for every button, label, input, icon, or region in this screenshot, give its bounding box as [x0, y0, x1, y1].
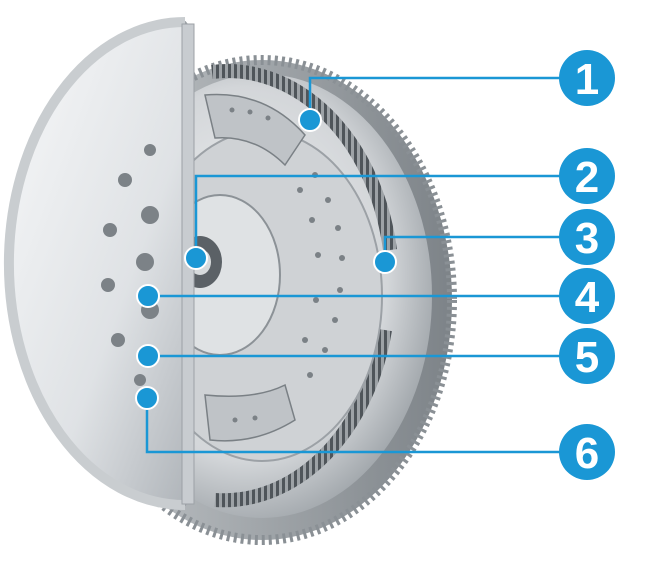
callout-number-1: 1	[575, 55, 599, 104]
marker-6	[135, 386, 159, 410]
callout-lines	[145, 76, 560, 454]
arc-spring-bottom	[214, 328, 392, 508]
callout-badge-2: 2	[559, 148, 615, 204]
callout-badges: 1 2 3 4 5 6	[559, 50, 615, 480]
callout-number-3: 3	[575, 214, 599, 263]
leader-line-6	[145, 400, 560, 454]
friction-pad-bottom	[204, 383, 296, 442]
callout-badge-3: 3	[559, 209, 615, 265]
leader-line-1	[308, 76, 560, 120]
callout-badge-4: 4	[559, 268, 615, 324]
cover-rim	[3, 17, 186, 510]
callout-badge-1: 1	[559, 50, 615, 106]
callout-number-5: 5	[575, 333, 599, 382]
callout-number-2: 2	[575, 153, 599, 202]
plate-holes	[229, 107, 345, 423]
callout-markers	[135, 108, 397, 410]
marker-1	[298, 108, 322, 132]
ring-gear-teeth	[67, 55, 457, 545]
marker-3	[373, 250, 397, 274]
friction-pad-top	[204, 93, 306, 167]
marker-2	[184, 246, 208, 270]
callout-badge-5: 5	[559, 328, 615, 384]
marker-4	[136, 284, 160, 308]
flywheel-body	[3, 17, 457, 545]
marker-5	[136, 344, 160, 368]
callout-badge-6: 6	[559, 424, 615, 480]
primary-mass-cover	[7, 20, 191, 507]
callout-number-4: 4	[575, 273, 600, 322]
arc-spring-top	[211, 64, 397, 251]
callout-number-6: 6	[575, 429, 599, 478]
leader-line-2	[194, 174, 560, 258]
